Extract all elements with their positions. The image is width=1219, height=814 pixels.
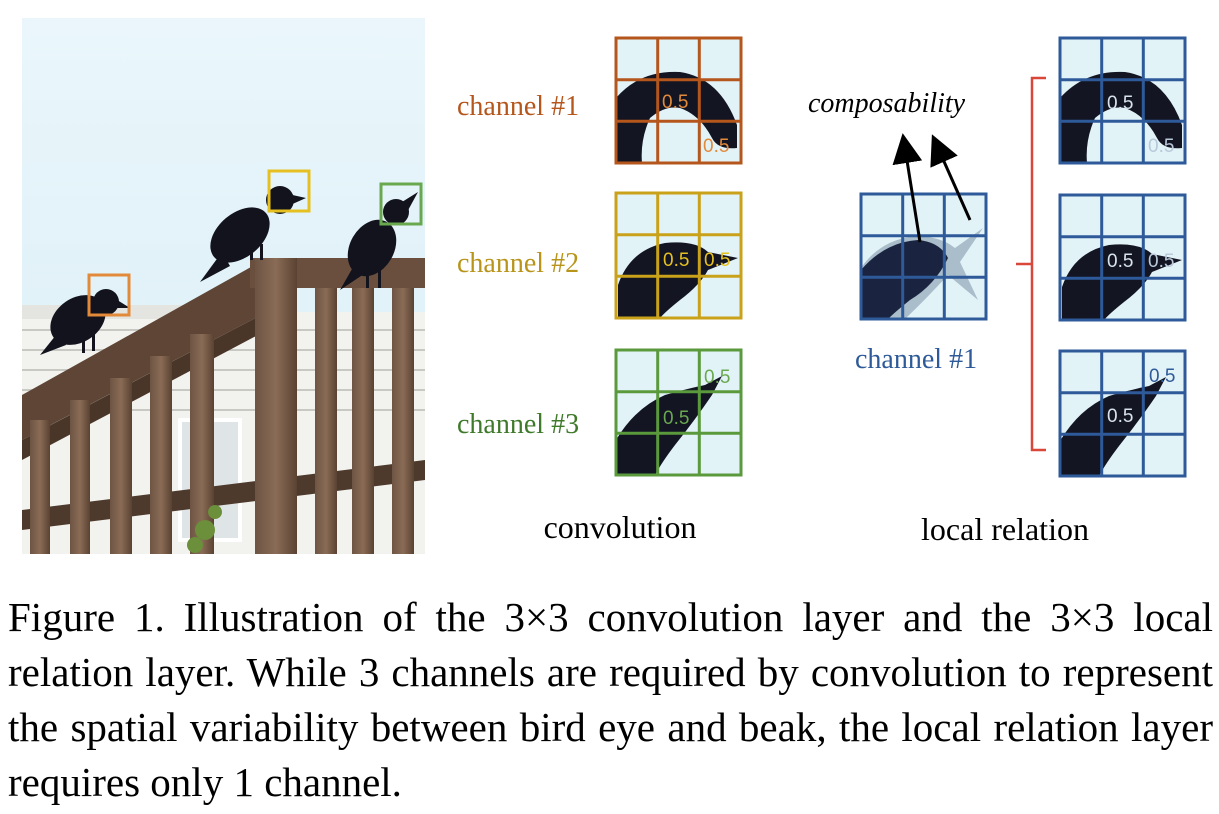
lr-output-2-value-2: 0.5 (1148, 251, 1174, 272)
conv-channel-2-label: channel #2 (457, 248, 579, 279)
conv-channel-2-value-1: 0.5 (663, 250, 689, 271)
lr-output-1-value-1: 0.5 (1107, 93, 1133, 114)
lr-output-3-value-1: 0.5 (1149, 366, 1175, 387)
composability-arrows (892, 133, 972, 243)
conv-channel-2-grid: 0.5 0.5 (614, 191, 743, 320)
conv-channel-3: channel #3 0.5 0.5 (457, 348, 743, 477)
lr-output-1-value-2: 0.5 (1148, 136, 1174, 157)
local-relation-output-1: 0.5 0.5 (1058, 36, 1187, 165)
local-relation-output-2: 0.5 0.5 (1058, 193, 1187, 322)
bird-left (40, 289, 130, 355)
conv-channel-3-label: channel #3 (457, 409, 579, 440)
conv-channel-1-value-1: 0.5 (662, 92, 688, 113)
local-relation-input-label: channel #1 (855, 344, 977, 375)
local-relation-input (859, 192, 988, 321)
bird-right (340, 192, 418, 290)
conv-channel-1-grid: 0.5 0.5 (614, 36, 743, 165)
conv-channel-1: channel #1 0.5 0.5 (457, 36, 743, 165)
lr-output-3-value-2: 0.5 (1107, 406, 1133, 427)
convolution-title: convolution (544, 509, 697, 545)
lr-output-2-value-1: 0.5 (1107, 251, 1133, 272)
highlight-box-yellow (267, 169, 311, 213)
bird-middle (200, 186, 306, 282)
local-relation-output-3: 0.5 0.5 (1058, 349, 1187, 478)
highlight-box-green (379, 182, 423, 226)
bird-photo (22, 18, 425, 554)
output-bracket (1016, 76, 1046, 452)
conv-channel-3-value-1: 0.5 (704, 367, 730, 388)
conv-channel-2-value-2: 0.5 (704, 250, 730, 271)
figure-caption: Figure 1. Illustration of the 3×3 convol… (8, 594, 1213, 805)
conv-channel-1-value-2: 0.5 (703, 136, 729, 157)
figure-illustration: channel #1 0.5 0.5 channel #2 (22, 18, 1187, 554)
conv-channel-2: channel #2 0.5 0.5 (457, 191, 743, 320)
highlight-box-orange (87, 273, 131, 317)
conv-channel-1-label: channel #1 (457, 91, 579, 122)
local-relation-title: local relation (921, 511, 1089, 547)
conv-channel-3-value-2: 0.5 (663, 408, 689, 429)
composability-annotation: composability (808, 88, 966, 119)
conv-channel-3-grid: 0.5 0.5 (614, 348, 743, 477)
